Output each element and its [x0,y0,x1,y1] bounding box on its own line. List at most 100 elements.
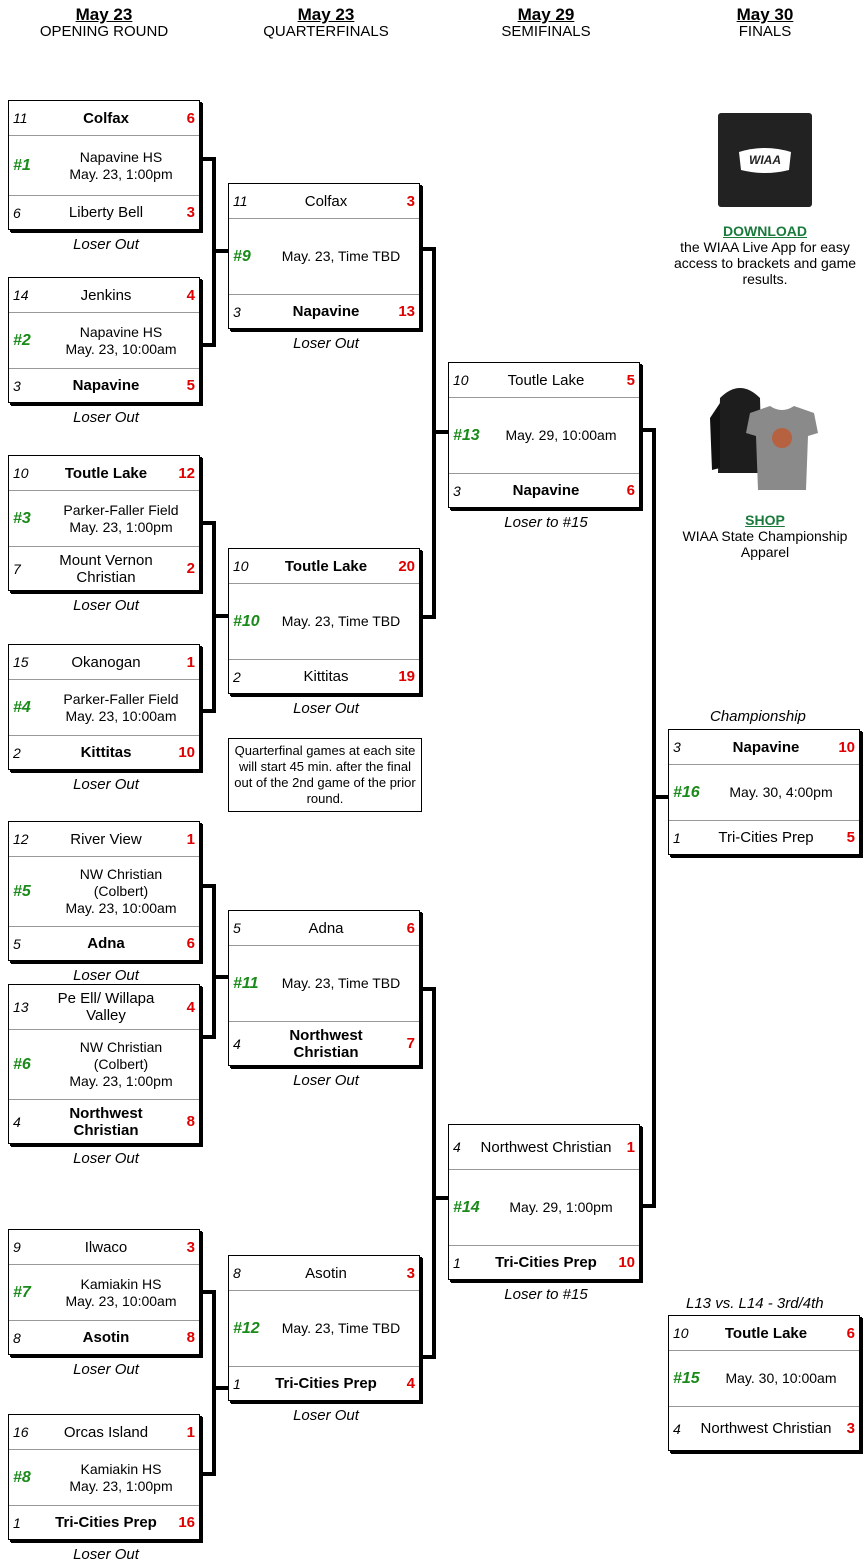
team-name[interactable]: Kittitas [80,744,132,761]
connector-line [212,1290,216,1476]
score: 6 [186,935,195,952]
game-details: NW Christian(Colbert)May. 23, 1:00pm [69,1039,173,1089]
game-number: #13 [453,426,480,444]
score: 5 [626,371,635,389]
game-number: #1 [13,156,31,174]
team-name[interactable]: Northwest Christian [69,1104,143,1139]
game-details: May. 29, 10:00am [505,427,617,443]
team-name[interactable]: Tri-Cities Prep [718,829,814,846]
game-number: #7 [13,1283,31,1301]
team-name[interactable]: Tri-Cities Prep [55,1514,157,1531]
score: 4 [186,998,195,1016]
connector-line [212,521,216,711]
team-name[interactable]: Toutle Lake [507,371,585,389]
wiaa-logo-icon[interactable]: WIAA [718,113,812,207]
seed: 10 [673,1325,689,1341]
game-number: #2 [13,331,31,349]
team-name[interactable]: Toutle Lake [284,557,368,575]
team-name[interactable]: Okanogan [71,653,141,671]
team-name[interactable]: Adna [87,935,125,952]
score: 6 [186,109,195,127]
seed: 13 [13,999,29,1015]
connector-line [200,1290,216,1294]
shop-link[interactable]: SHOP [745,512,785,528]
connector-line [432,987,436,1359]
team-name[interactable]: Toutle Lake [724,1324,808,1342]
apparel-image-icon[interactable] [710,378,820,500]
advance-note: Loser Out [73,1150,139,1167]
game-details: May. 23, Time TBD [281,248,401,264]
advance-note: Loser to #15 [504,1286,588,1303]
team-name[interactable]: Asotin [82,1329,130,1346]
seed: 10 [13,465,29,481]
team-name[interactable]: Toutle Lake [64,464,148,482]
score: 20 [398,557,415,575]
team-name[interactable]: Colfax [83,109,129,127]
team-name[interactable]: River View [70,830,142,848]
team-name[interactable]: Liberty Bell [68,204,144,221]
advance-note: Loser Out [73,1361,139,1378]
team-name[interactable]: Tri-Cities Prep [275,1375,377,1392]
score: 6 [846,1324,855,1342]
team-name[interactable]: Napavine [292,303,360,320]
connector-line [436,430,448,434]
team-name[interactable]: Tri-Cities Prep [495,1254,597,1271]
connector-line [652,428,656,1208]
team-name[interactable]: Napavine [72,377,140,394]
score: 10 [618,1254,635,1271]
team-name[interactable]: Colfax [304,192,348,210]
team-name[interactable]: Ilwaco [84,1238,128,1256]
team-name[interactable]: Northwest Christian [700,1420,832,1437]
team-name[interactable]: Jenkins [80,286,132,304]
team-name[interactable]: Northwest Christian [480,1138,612,1156]
team-name[interactable]: Napavine [732,738,800,756]
team-name[interactable]: Pe Ell/ Willapa Valley [57,990,155,1024]
connector-line [212,157,216,345]
team-name[interactable]: Adna [308,919,344,937]
team-name[interactable]: Napavine [512,482,580,499]
team-name[interactable]: Orcas Island [63,1423,149,1441]
third-place-label: L13 vs. L14 - 3rd/4th [686,1295,824,1312]
team-name[interactable]: Kittitas [303,668,349,685]
score: 16 [178,1514,195,1531]
download-link[interactable]: DOWNLOAD [723,223,807,239]
score: 5 [186,377,195,394]
team-name[interactable]: Asotin [305,1264,347,1282]
score: 12 [178,464,195,482]
connector-line [216,614,228,618]
team-name[interactable]: Mount Vernon Christian [59,551,153,586]
game-number: #4 [13,698,31,716]
score: 1 [186,1423,195,1441]
team-name[interactable]: Northwest Christian [289,1026,363,1061]
score: 1 [186,830,195,848]
connector-line [436,1196,448,1200]
seed: 9 [13,1239,21,1255]
